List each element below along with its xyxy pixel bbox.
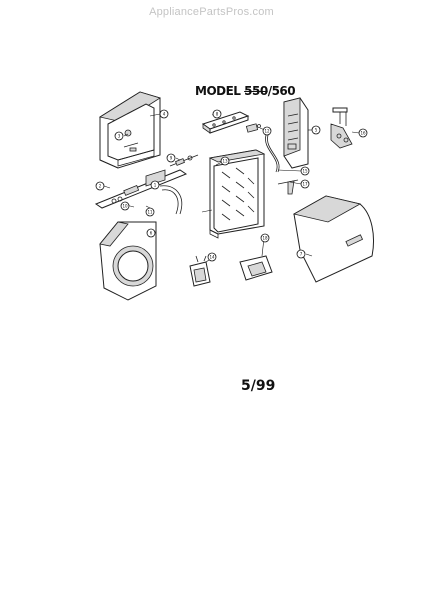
callout-label: 3 xyxy=(118,134,121,139)
part-wire-cord xyxy=(265,134,280,173)
callout-1: 1 xyxy=(150,180,160,190)
part-screw-bar xyxy=(169,154,199,167)
part-top-bracket xyxy=(201,111,250,134)
part-upper-housing xyxy=(98,91,161,169)
callout-label: 14 xyxy=(209,255,215,260)
callout-6: 6 xyxy=(146,228,156,238)
callout-label: 12 xyxy=(264,129,270,134)
part-screw-bracket xyxy=(330,107,353,149)
part-connector xyxy=(245,123,261,133)
callout-11: 11 xyxy=(145,207,155,217)
callout-10: 10 xyxy=(120,201,130,211)
date-code: 5/99 xyxy=(241,378,276,394)
callout-4: 4 xyxy=(159,109,169,119)
callout-5: 5 xyxy=(311,125,321,135)
callout-13: 13 xyxy=(220,156,230,166)
watermark: AppliancePartsPros.com xyxy=(149,6,274,18)
part-filter-pad xyxy=(208,149,266,239)
callout-9: 9 xyxy=(166,153,176,163)
callout-15: 15 xyxy=(300,166,310,176)
callout-7: 7 xyxy=(296,249,306,259)
callout-2: 2 xyxy=(95,181,105,191)
callout-label: 18 xyxy=(262,236,268,241)
callout-label: 2 xyxy=(99,184,102,189)
part-switch xyxy=(189,255,211,287)
part-front-cover xyxy=(292,195,374,283)
model-title: MODEL 550/560 xyxy=(195,84,296,98)
callout-label: 15 xyxy=(302,169,308,174)
callout-label: 10 xyxy=(122,204,128,209)
model-struck-number: 550 xyxy=(244,84,268,98)
callout-17: 17 xyxy=(300,179,310,189)
model-number: 560 xyxy=(271,84,296,98)
callout-label: 11 xyxy=(147,210,153,215)
part-hose xyxy=(159,185,183,215)
model-separator: / xyxy=(267,84,272,98)
callout-label: 1 xyxy=(154,183,157,188)
part-left-rail xyxy=(94,169,188,209)
callout-label: 7 xyxy=(300,252,303,257)
callout-18: 18 xyxy=(260,233,270,243)
part-pin xyxy=(277,179,299,195)
callout-label: 5 xyxy=(315,128,318,133)
filter-mesh xyxy=(221,167,255,221)
callout-16: 16 xyxy=(358,128,368,138)
model-prefix: MODEL xyxy=(195,84,245,98)
callout-label: 6 xyxy=(150,231,153,236)
part-fan-shroud xyxy=(99,221,157,301)
callout-14: 14 xyxy=(207,252,217,262)
callout-label: 17 xyxy=(302,182,308,187)
callout-label: 8 xyxy=(216,112,219,117)
callout-12: 12 xyxy=(262,126,272,136)
callout-label: 9 xyxy=(170,156,173,161)
callout-label: 13 xyxy=(222,159,228,164)
part-right-panel xyxy=(283,97,309,169)
callout-label: 16 xyxy=(360,131,366,136)
part-control-module xyxy=(239,255,273,281)
callout-label: 4 xyxy=(163,112,166,117)
callout-3: 3 xyxy=(114,131,124,141)
callout-8: 8 xyxy=(212,109,222,119)
